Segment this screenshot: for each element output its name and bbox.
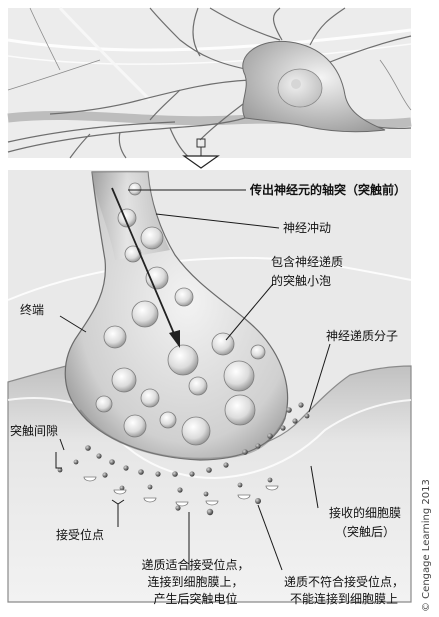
label-transmitter-no-fit: 递质不符合接受位点，不能连接到细胞膜上 (283, 575, 404, 606)
label-synaptic-cleft: 突触间隙 (10, 424, 59, 438)
label-transmitter-fits: 递质适合接受位点，连接到细胞膜上，产生后突触电位 (141, 558, 250, 606)
impulse-arrow-icon (111, 187, 180, 348)
label-neurotransmitter-molecules: 神经递质分子 (326, 329, 399, 343)
leader-lines (55, 189, 331, 571)
label-receptor-sites: 接受位点 (56, 528, 105, 542)
label-terminal: 终端 (20, 303, 45, 317)
copyright-credit: © Cengage Learning 2013 (421, 479, 432, 612)
label-nerve-impulse: 神经冲动 (283, 221, 332, 235)
synaptic-vesicles (95, 182, 266, 446)
presynaptic-neuron-overview (7, 6, 412, 169)
label-synaptic-vesicle: 包含神经递质的突触小泡 (271, 255, 344, 288)
label-postsynaptic-membrane: 接收的细胞膜（突触后） (328, 506, 401, 539)
label-presynaptic-axon: 传出神经元的轴突（突触前） (250, 183, 407, 197)
neurotransmitter-molecules (57, 402, 310, 516)
zoom-arrow-icon (182, 155, 220, 169)
receptor-sites (83, 476, 279, 507)
